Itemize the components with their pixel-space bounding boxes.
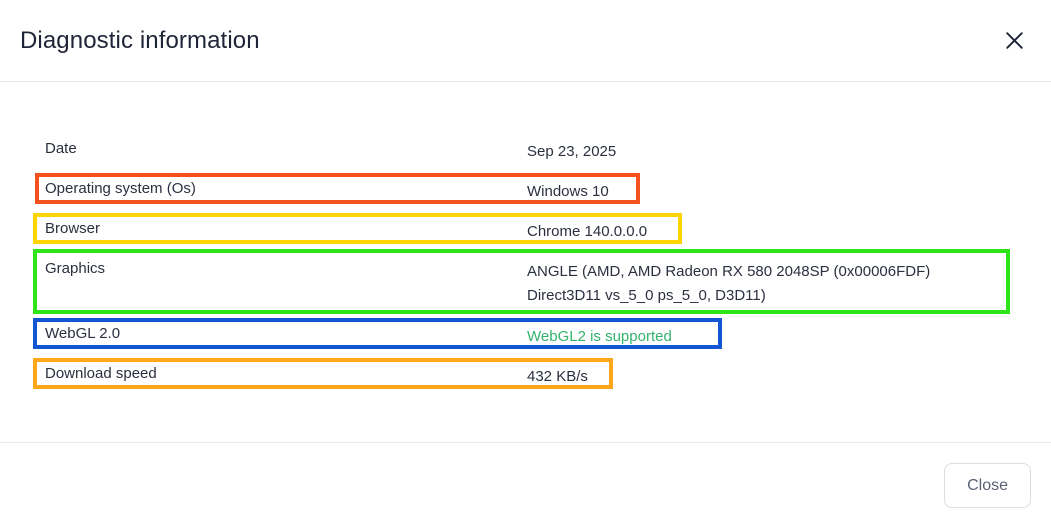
row-label-operating-system: Operating system (Os) bbox=[45, 180, 196, 197]
dialog-footer: Close bbox=[0, 442, 1051, 528]
close-icon[interactable] bbox=[997, 24, 1031, 58]
status-badge-webgl: WebGL2 is supported bbox=[527, 328, 672, 345]
page-title: Diagnostic information bbox=[20, 26, 260, 54]
row-label-download-speed: Download speed bbox=[45, 365, 157, 382]
dialog-body: Date Sep 23, 2025 Operating system (Os) … bbox=[0, 82, 1051, 442]
row-label-graphics: Graphics bbox=[45, 260, 106, 277]
row-value-date: Sep 23, 2025 bbox=[527, 143, 617, 160]
row-label-browser: Browser bbox=[45, 220, 101, 237]
row-label-webgl: WebGL 2.0 bbox=[45, 325, 121, 342]
row-value-operating-system: Windows 10 bbox=[527, 183, 609, 200]
dialog-header: Diagnostic information bbox=[0, 0, 1051, 82]
row-label-date: Date bbox=[45, 140, 77, 157]
row-value-graphics-line1: ANGLE (AMD, AMD Radeon RX 580 2048SP (0x… bbox=[527, 263, 931, 280]
close-button[interactable]: Close bbox=[944, 463, 1031, 508]
row-value-graphics: ANGLE (AMD, AMD Radeon RX 580 2048SP (0x… bbox=[527, 260, 930, 308]
row-value-browser: Chrome 140.0.0.0 bbox=[527, 223, 648, 240]
row-value-graphics-line2: Direct3D11 vs_5_0 ps_5_0, D3D11) bbox=[527, 287, 766, 304]
row-value-download-speed: 432 KB/s bbox=[527, 368, 588, 385]
